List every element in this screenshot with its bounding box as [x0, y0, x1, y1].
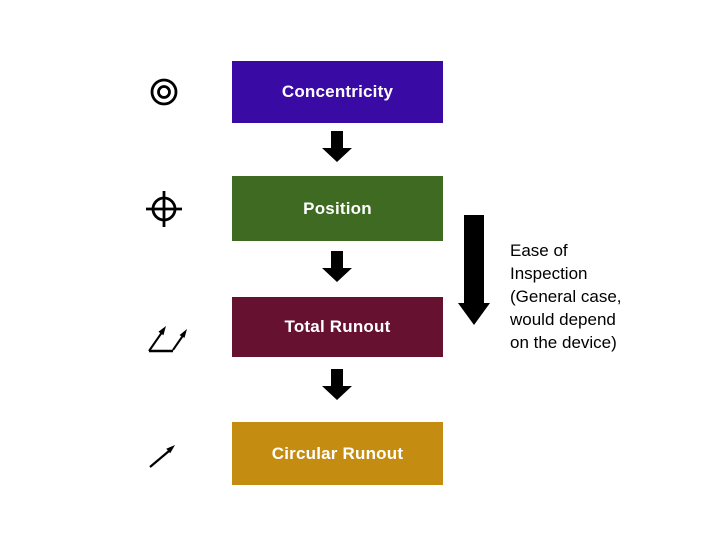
flow-step-position: Position	[232, 176, 443, 241]
ease-of-inspection-arrow-icon	[458, 215, 490, 325]
flow-step-label: Concentricity	[281, 82, 394, 101]
position-icon	[146, 191, 182, 227]
total-runout-icon	[148, 326, 187, 353]
down-arrow-icon	[322, 251, 352, 282]
flow-step-circular-runout: Circular Runout	[232, 422, 443, 485]
down-arrow-icon	[322, 369, 352, 400]
circular-runout-icon	[149, 445, 175, 468]
flow-step-label: Position	[303, 198, 372, 218]
down-arrow-icon	[322, 131, 352, 162]
flow-step-concentricity: Concentricity	[232, 61, 443, 123]
concentricity-icon	[150, 78, 178, 106]
flow-step-label: Total Runout	[284, 317, 391, 336]
flow-step-label: Circular Runout	[271, 443, 404, 463]
flow-step-total-runout: Total Runout	[232, 297, 443, 357]
ease-of-inspection-label: Ease of Inspection (General case, would …	[510, 241, 622, 352]
